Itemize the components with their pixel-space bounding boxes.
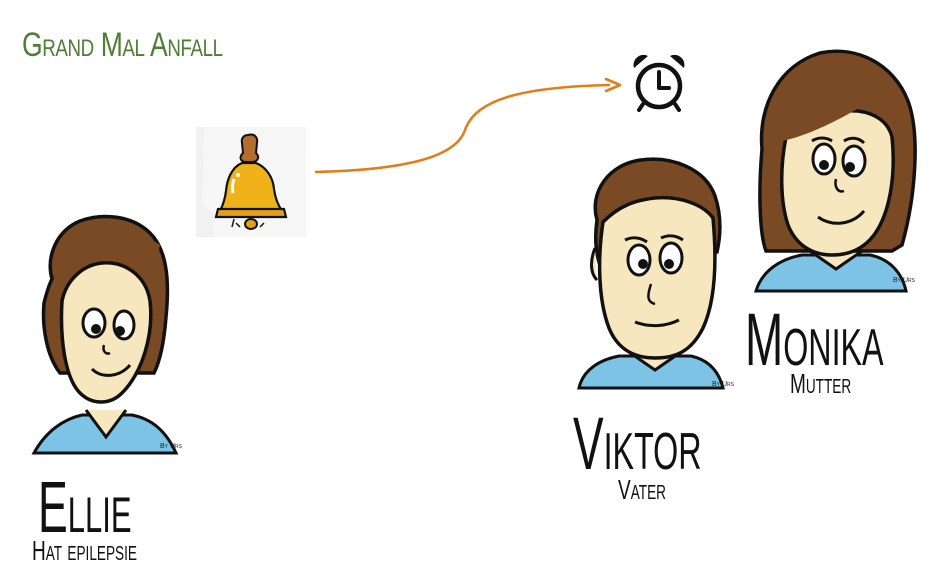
- monika-credit: By Urs: [893, 277, 915, 284]
- ellie-portrait: [31, 214, 179, 455]
- bell-icon: [202, 127, 306, 237]
- viktor-role: Vater: [618, 474, 666, 505]
- monika-role: Mutter: [790, 368, 852, 399]
- ellie-credit: By Urs: [160, 443, 182, 450]
- monika-name: Monika: [745, 298, 884, 381]
- ellie-role: Hat epilepsie: [32, 535, 137, 566]
- viktor-credit: By Urs: [712, 381, 734, 388]
- page-title: Grand Mal Anfall: [22, 26, 223, 64]
- viktor-portrait: [577, 157, 725, 390]
- viktor-name: Viktor: [573, 402, 702, 485]
- bell-card: [196, 127, 306, 237]
- person-ellie: [20, 205, 190, 465]
- person-viktor: [575, 152, 740, 392]
- person-monika: [752, 45, 922, 295]
- arrow-connector: [310, 75, 625, 180]
- alarm-clock: [628, 52, 690, 114]
- ellie-name: Ellie: [38, 468, 132, 548]
- monika-portrait: [753, 49, 917, 293]
- alarm-clock-icon: [633, 54, 685, 112]
